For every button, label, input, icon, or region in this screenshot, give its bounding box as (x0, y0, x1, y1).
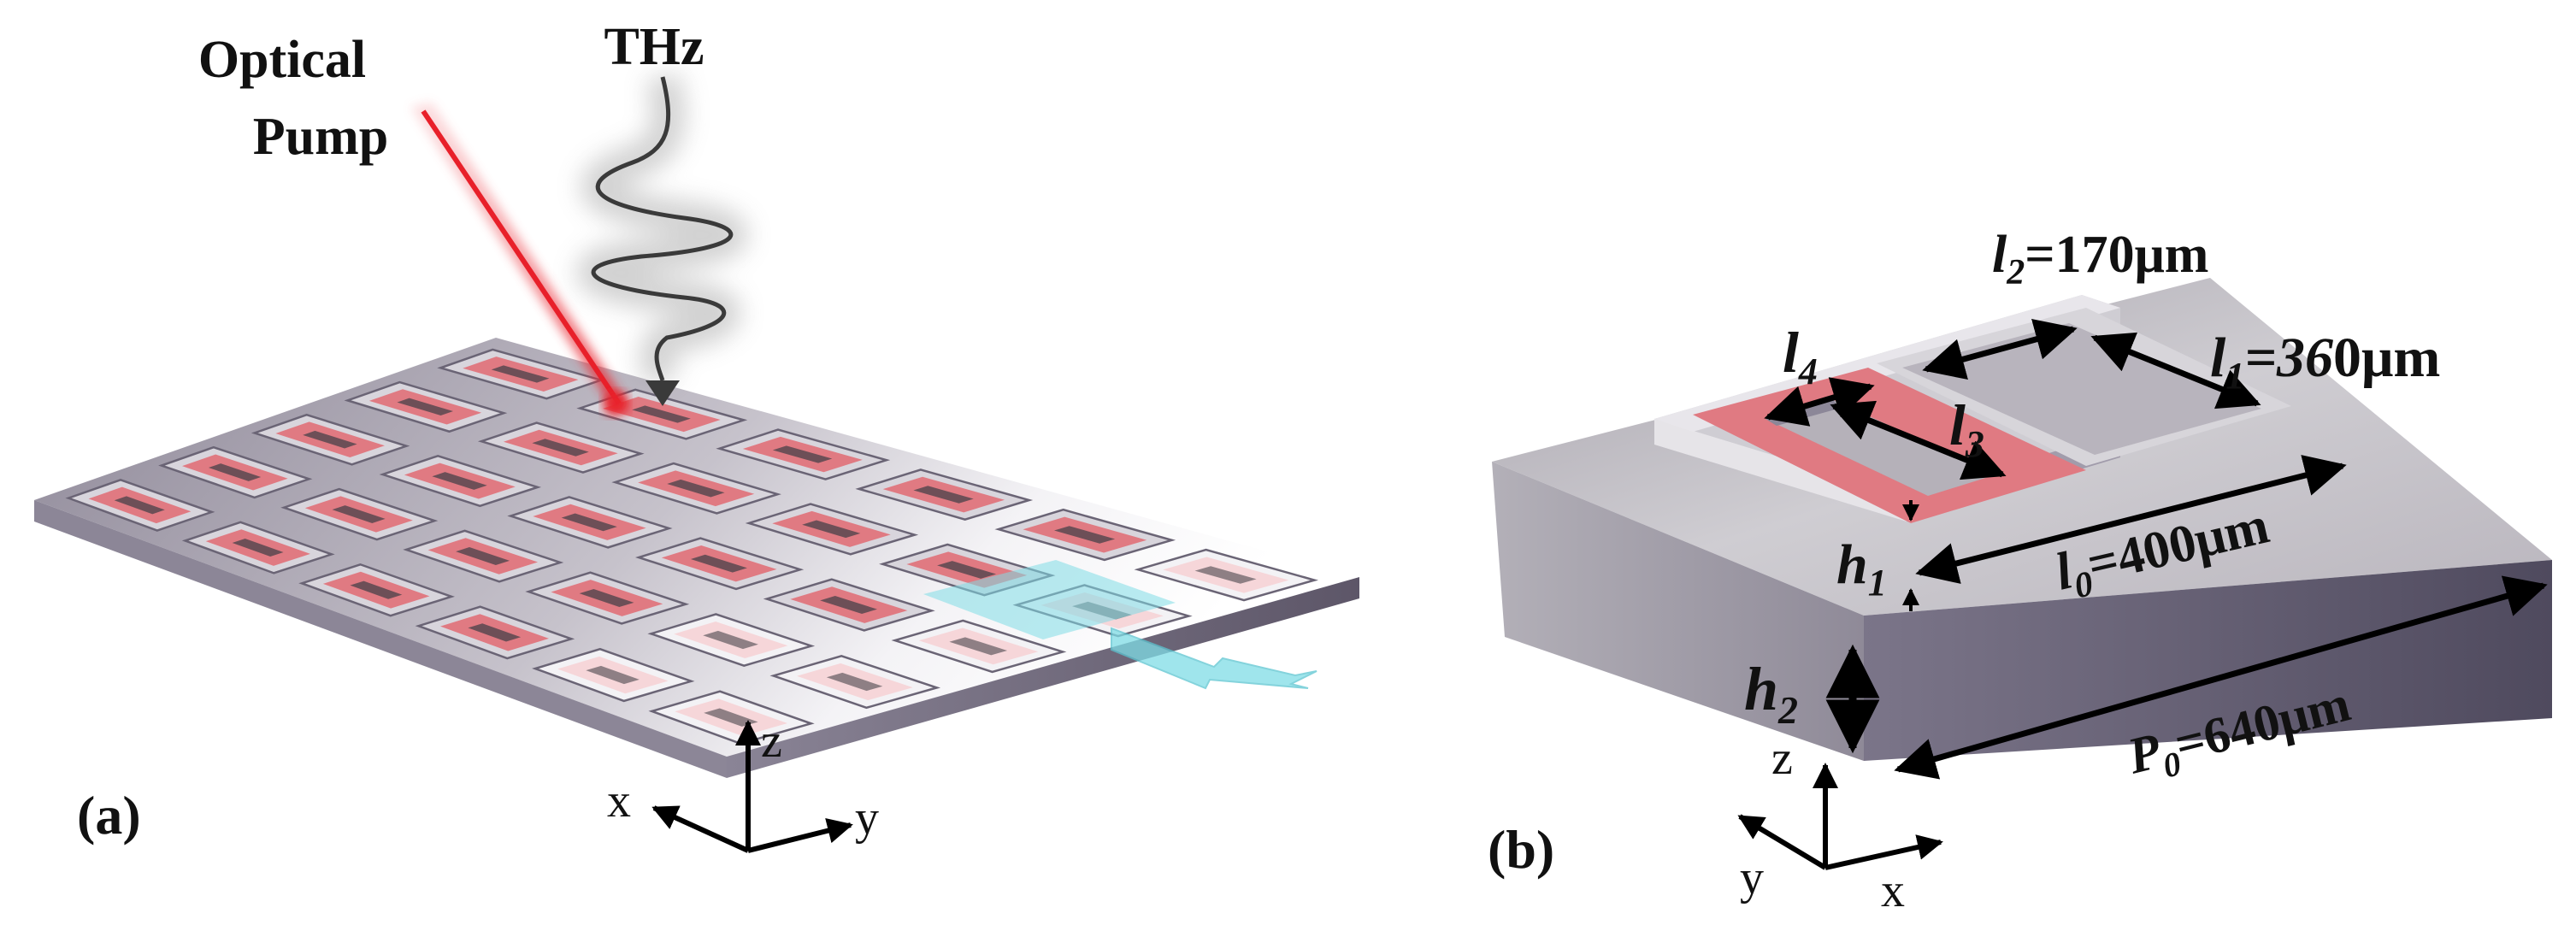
l1-arrow (2090, 332, 2261, 410)
metasurface-plate-edge-left (34, 500, 727, 778)
unit-cell-slot (1053, 526, 1116, 544)
unit-cell-slot (937, 561, 997, 579)
unit-cell-slot (114, 496, 165, 515)
thz-wave-glow (576, 73, 748, 386)
axis-a-x: x (607, 775, 631, 828)
panel-a: Optical Pump THz (a) z x y (34, 18, 1359, 853)
unit-cell-slot (208, 463, 262, 481)
unit-cell-slot (949, 637, 1008, 656)
p0-arrow (1894, 575, 2548, 780)
axis-a-y: y (855, 792, 879, 845)
unit-cell-slot (397, 398, 454, 416)
unit-cell-slot (491, 365, 550, 383)
unit-cell-slot (913, 486, 974, 504)
unit-cell-slot (456, 547, 510, 565)
axes-b: z y x (1737, 732, 1943, 917)
panel-b: l2=170μm l1=360μm l4 l3 h1 l0=400μm h2 P… (1488, 226, 2552, 917)
resonator-array (65, 348, 1319, 745)
unit-cell-slot (468, 623, 522, 642)
l0-arrow (1915, 455, 2347, 584)
unit-cell-slot (432, 472, 487, 490)
l2-arrow (1922, 318, 2078, 380)
pump-spot (604, 392, 628, 415)
unit-cell-slot (350, 580, 403, 599)
panel-b-label: (b) (1488, 819, 1554, 880)
l2-label: l2=170μm (1992, 226, 2208, 292)
h2-label: h2 (1744, 655, 1798, 732)
axis-b-x: x (1881, 864, 1905, 917)
unit-cell-slot (632, 405, 691, 423)
unit-cell-slot (690, 554, 747, 573)
unit-cell-slot (561, 513, 617, 532)
substrate-front (1492, 462, 1864, 761)
unit-cell-slot (332, 505, 386, 523)
output-arrow (1111, 627, 1317, 690)
unit-cell-slot (667, 479, 725, 498)
unit-cell-slot (703, 630, 758, 650)
unit-cell-slot (579, 588, 634, 608)
unit-cell-slot (826, 672, 883, 692)
unit-cell-slot (802, 520, 861, 539)
unit-cell-slot (820, 596, 878, 614)
unit-cell-slot (303, 430, 357, 449)
panel-a-label: (a) (77, 785, 141, 846)
optical-pump-core (421, 109, 622, 405)
unit-cell-slot (532, 439, 589, 457)
l4-label: l4 (1783, 320, 1818, 392)
unit-cell-slot (772, 445, 833, 463)
thz-arrowhead (645, 380, 680, 406)
thz-label: THz (604, 18, 704, 76)
unit-cell-slot (232, 538, 284, 557)
thz-wave (591, 76, 734, 381)
axis-b-y: y (1740, 851, 1764, 904)
unit-cell-slot (586, 665, 640, 685)
highlighted-unit-cell (923, 560, 1176, 639)
axis-b-z: z (1771, 732, 1793, 785)
unit-cell-slot (1194, 566, 1257, 584)
metasurface-plate-edge-right (727, 577, 1359, 778)
axes-a: z x y (607, 715, 879, 853)
l4-arrow (1764, 377, 1875, 427)
optical-pump-label-line1: Optical (198, 31, 366, 89)
axis-a-z: z (761, 715, 782, 768)
h1-label: h1 (1836, 533, 1887, 604)
optical-pump-label-line2: Pump (253, 108, 388, 166)
l3-label: l3 (1949, 392, 1984, 465)
l1-label: l1=360μm (2210, 327, 2440, 397)
resonator-frame-front (1654, 419, 1907, 521)
